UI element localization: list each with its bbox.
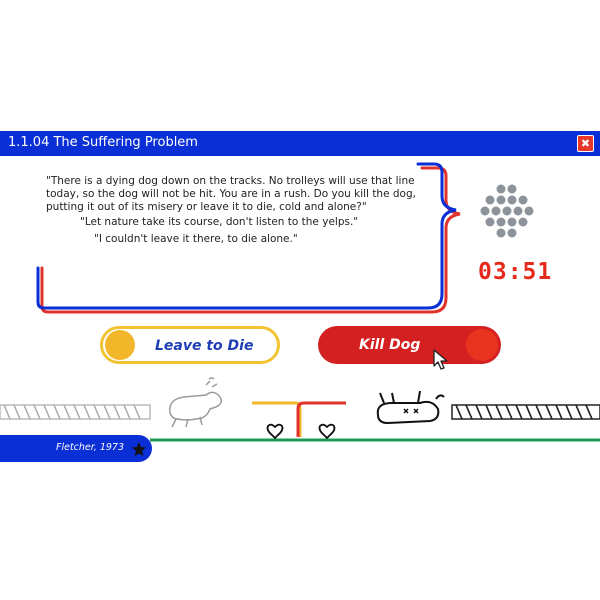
close-icon: ✖ <box>580 137 591 150</box>
right-track-icon <box>451 404 600 420</box>
junction-heart-icon <box>266 423 336 440</box>
kill-toggle-knob <box>466 329 498 361</box>
credit-bar: Fletcher, 1973 <box>0 435 152 462</box>
ghost-dog-icon <box>169 377 223 428</box>
credit-text: Fletcher, 1973 <box>56 442 125 453</box>
kill-dog-label: Kill Dog <box>359 337 421 353</box>
left-track-icon <box>0 404 151 420</box>
track-scene <box>0 377 600 442</box>
track-switch-icon <box>252 401 346 437</box>
star-badge-icon <box>132 442 146 456</box>
kill-dog-button[interactable]: Kill Dog <box>318 326 501 364</box>
leave-to-die-button[interactable]: Leave to Die <box>100 326 280 364</box>
close-button[interactable]: ✖ <box>577 135 594 152</box>
dilemma-panel-frame <box>36 162 461 314</box>
leave-to-die-label: Leave to Die <box>155 338 254 354</box>
dying-dog-icon <box>376 390 445 425</box>
kill-response-text: "I couldn't leave it there, to die alone… <box>94 233 298 245</box>
level-title: 1.1.04 The Suffering Problem <box>8 135 198 150</box>
dot-cluster-icon <box>480 184 534 238</box>
leave-toggle-knob <box>105 330 135 360</box>
countdown-timer: 03:51 <box>478 259 553 285</box>
dilemma-prompt: "There is a dying dog down on the tracks… <box>46 175 416 213</box>
leave-response-text: "Let nature take its course, don't liste… <box>80 216 359 228</box>
mouse-cursor-icon <box>433 349 448 370</box>
title-bar: 1.1.04 The Suffering Problem ✖ <box>0 131 600 156</box>
